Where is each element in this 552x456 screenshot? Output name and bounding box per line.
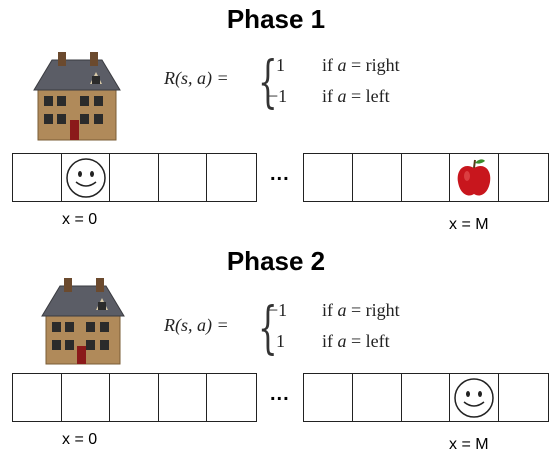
brace: { <box>258 296 278 361</box>
grid-cell <box>13 374 62 421</box>
apple-icon <box>458 159 491 196</box>
reward-formula-phase-2: R(s, a) = { −1 if a = right 1 if a = lef… <box>164 290 464 360</box>
position-label-end: x = M <box>449 436 489 453</box>
case-value: −1 <box>268 300 288 320</box>
phase-2-title: Phase 2 <box>226 246 326 276</box>
grid-cell <box>207 154 256 201</box>
grid-cell <box>353 374 402 421</box>
grid-cell <box>159 154 208 201</box>
reward-lhs: R(s, a) = <box>164 315 229 335</box>
grid-cell <box>499 374 548 421</box>
ellipsis: ... <box>270 163 290 185</box>
grid-cell <box>159 374 208 421</box>
grid-cell <box>13 154 62 201</box>
position-label-start: x = 0 <box>62 431 98 448</box>
grid-cell <box>450 154 500 201</box>
house-icon <box>32 50 122 147</box>
grid-cell <box>499 154 548 201</box>
grid-cell <box>450 374 500 421</box>
grid-strip-right <box>303 373 549 422</box>
grid-strip-right <box>303 153 549 202</box>
grid-cell <box>402 154 451 201</box>
grid-cell <box>304 154 353 201</box>
position-label-start: x = 0 <box>62 211 98 228</box>
case-condition: if a = right <box>322 55 400 75</box>
case-value: −1 <box>268 86 288 106</box>
ellipsis: ... <box>270 383 290 405</box>
phase-1-title: Phase 1 <box>226 4 326 34</box>
reward-formula-phase-1: R(s, a) = { 1 if a = right −1 if a = lef… <box>164 50 464 120</box>
grid-strip-left <box>12 153 257 202</box>
grid-cell <box>62 374 111 421</box>
grid-cell <box>62 154 111 201</box>
grid-cell <box>353 154 402 201</box>
case-condition: if a = left <box>322 331 390 351</box>
grid-cell <box>304 374 353 421</box>
brace: { <box>258 50 278 115</box>
case-value: 1 <box>276 331 285 351</box>
case-value: 1 <box>276 55 285 75</box>
reward-lhs: R(s, a) = <box>164 68 229 88</box>
house-icon <box>40 278 130 371</box>
smiley-face-icon <box>65 158 106 198</box>
grid-cell <box>110 374 159 421</box>
grid-cell <box>207 374 256 421</box>
case-condition: if a = right <box>322 300 400 320</box>
case-condition: if a = left <box>322 86 390 106</box>
grid-cell <box>110 154 159 201</box>
position-label-end: x = M <box>449 216 489 233</box>
grid-strip-left <box>12 373 257 422</box>
smiley-face-icon <box>454 378 495 418</box>
grid-cell <box>402 374 451 421</box>
